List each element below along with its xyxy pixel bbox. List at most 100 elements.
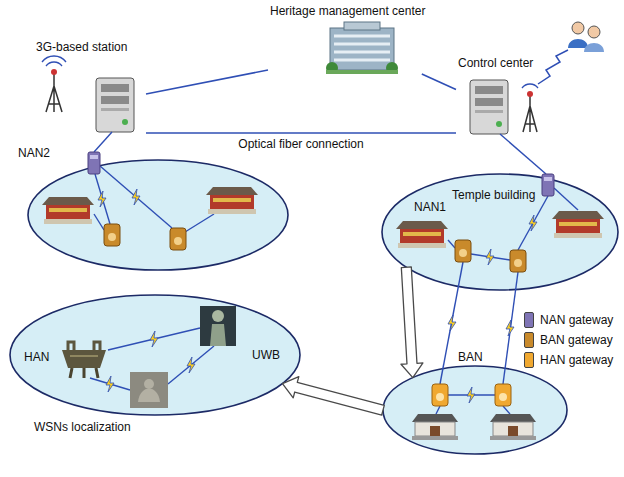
stone-relief <box>144 379 154 389</box>
courtyard-house <box>412 414 458 422</box>
temple-building <box>396 221 448 248</box>
han-gateway-icon <box>495 384 511 406</box>
ban-gateway-icon <box>459 249 467 257</box>
office-building <box>334 36 390 60</box>
server-icon <box>470 80 508 134</box>
server-icon <box>475 110 503 113</box>
link-wire <box>500 134 546 174</box>
courtyard-house <box>412 414 458 440</box>
statue <box>200 306 236 346</box>
legend-row: BAN gateway <box>524 332 597 348</box>
legend-text: HAN gateway <box>540 353 613 367</box>
temple-building <box>46 205 90 219</box>
antenna-mast <box>42 56 66 112</box>
wireless-link <box>538 50 568 84</box>
courtyard-house <box>415 422 455 436</box>
antenna-mast <box>51 69 57 75</box>
user-icon <box>568 39 588 48</box>
office-building <box>326 22 398 74</box>
courtyard-house <box>508 426 518 436</box>
area-outline <box>16 144 292 274</box>
temple-building <box>42 197 94 205</box>
area-name: HAN <box>24 350 49 364</box>
site-name: Control center <box>458 56 533 70</box>
temple-building <box>552 211 604 219</box>
label-holder: Temple building <box>452 188 535 202</box>
legend-text: NAN gateway <box>540 313 613 327</box>
courtyard-house <box>490 414 536 422</box>
server-icon <box>475 98 503 106</box>
annotation-label: WSNs localization <box>34 420 131 434</box>
user-icon <box>584 43 604 52</box>
temple-building <box>552 211 604 238</box>
network-link <box>146 70 268 94</box>
annotation-label: UWB <box>252 348 280 362</box>
server-icon <box>475 86 503 94</box>
wireless-bolt <box>506 320 514 336</box>
zoom-arrow <box>282 377 384 415</box>
legend-swatch <box>524 332 534 348</box>
edge-label-holder: Optical fiber connection <box>236 137 365 151</box>
area-ellipse <box>10 295 300 415</box>
ban-gateway-icon <box>510 250 526 272</box>
legend-swatch <box>524 352 534 368</box>
network-area: NAN2 <box>16 144 292 274</box>
stone-relief <box>138 389 160 403</box>
legend-swatch <box>524 312 534 328</box>
office-building <box>344 22 380 30</box>
user-icon <box>588 26 600 38</box>
site-block: Control center <box>456 54 582 154</box>
label-holder: UWB <box>252 348 280 362</box>
legend-text: BAN gateway <box>540 333 613 347</box>
bronze-vessel <box>70 355 98 357</box>
nan-gateway-icon <box>544 177 552 181</box>
site-name: Heritage management center <box>270 4 425 18</box>
temple-building <box>559 222 597 226</box>
courtyard-house <box>490 414 536 440</box>
courtyard-house <box>493 422 533 436</box>
server-icon <box>96 78 134 132</box>
temple-building <box>398 243 446 248</box>
courtyard-house <box>490 436 536 440</box>
stone-relief <box>130 372 168 408</box>
server-icon <box>101 108 129 111</box>
ban-gateway-icon <box>514 259 522 267</box>
temple-building <box>210 195 254 209</box>
antenna-mast <box>42 56 66 66</box>
annotation-label: Temple building <box>452 188 535 202</box>
ban-gateway-icon <box>170 228 186 250</box>
link-label: Optical fiber connection <box>236 137 365 151</box>
area-name: NAN2 <box>18 146 50 160</box>
user-icon <box>572 22 584 34</box>
antenna-mast <box>522 84 538 132</box>
temple-building <box>556 219 600 233</box>
site-name: 3G-based station <box>36 40 127 54</box>
ban-gateway-icon <box>104 224 120 246</box>
han-gateway-icon <box>436 393 444 401</box>
temple-building <box>554 233 602 238</box>
network-link <box>146 132 456 134</box>
area-ellipse <box>382 174 618 290</box>
legend-row: NAN gateway <box>524 312 597 328</box>
server-icon <box>496 121 502 127</box>
han-gateway-icon <box>432 384 448 406</box>
antenna-mast <box>527 91 533 97</box>
statue <box>212 310 224 322</box>
stone-relief <box>130 372 168 408</box>
server-icon <box>96 78 134 132</box>
courtyard-house <box>412 436 458 440</box>
temple-building <box>213 198 251 202</box>
server-icon <box>470 80 508 134</box>
courtyard-house <box>430 426 440 436</box>
temple-building <box>42 197 94 224</box>
temple-building <box>403 232 441 236</box>
legend-row: HAN gateway <box>524 352 597 368</box>
nan-gateway-icon <box>542 174 554 196</box>
server-icon <box>101 84 129 92</box>
wireless-bolt <box>448 315 456 331</box>
bronze-vessel <box>62 350 106 368</box>
office-building <box>326 70 398 74</box>
ban-gateway-icon <box>174 237 182 245</box>
